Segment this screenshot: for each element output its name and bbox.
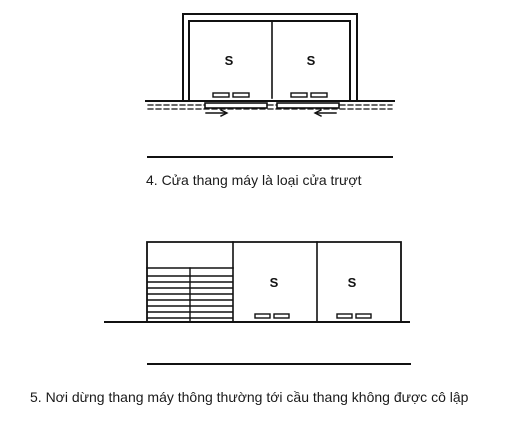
shaft-label: S [307,53,316,68]
sliding-door-left [204,102,268,109]
door-panel [290,92,308,98]
figure-caption: 5. Nơi dừng thang máy thông thường tới c… [30,389,469,405]
door-panel [355,313,372,319]
figure-sliding-doors [145,13,395,158]
door-panel [212,92,230,98]
shaft-label: S [225,53,234,68]
shaft-frame-inner [188,20,351,101]
arrow-right-icon [205,109,229,117]
shaft-label: S [348,275,357,290]
door-panel [232,92,250,98]
door-panel [273,313,290,319]
arrow-left-icon [313,109,337,117]
door-panel [310,92,328,98]
shaft-label: S [270,275,279,290]
shaft-frame-outer [182,13,358,101]
figure-landing-staircase [104,241,411,365]
figure-caption: 4. Cửa thang máy là loại cửa trượt [146,172,362,188]
stair-treads [147,275,233,319]
door-panel [336,313,353,319]
door-panel [254,313,271,319]
sliding-door-right [276,102,340,109]
